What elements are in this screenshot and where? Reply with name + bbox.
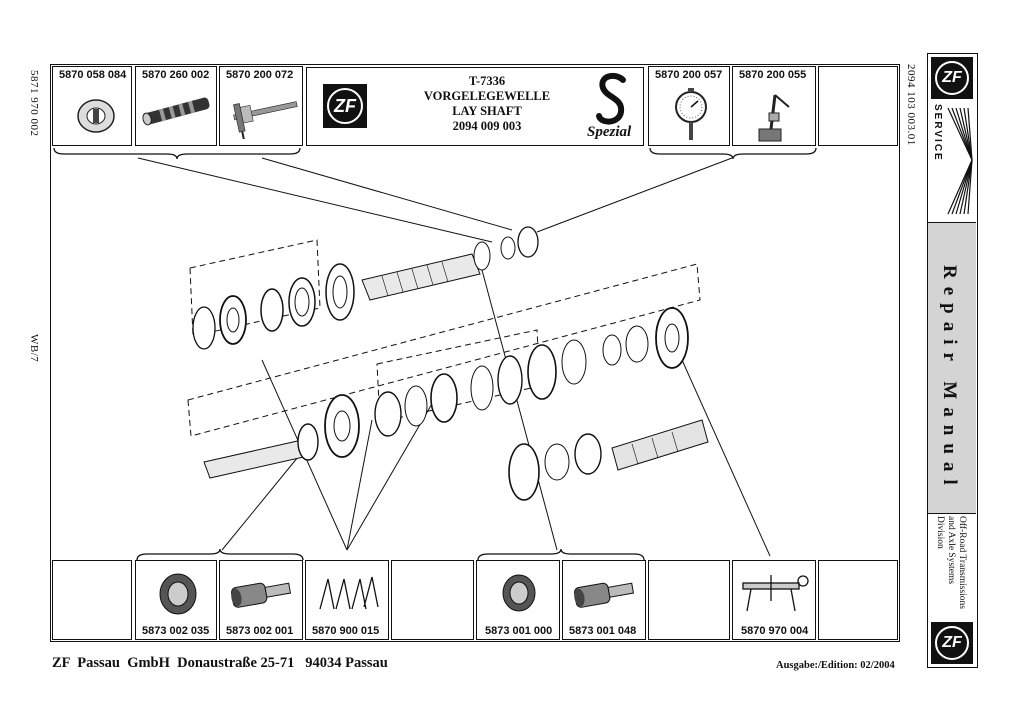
bottom-tool-cell-6: 5870 970 004 xyxy=(732,560,816,640)
tool-part-number: 5870 200 072 xyxy=(226,69,294,81)
tool-part-number: 5873 001 048 xyxy=(569,625,637,637)
right-code: 2094 103 003.01 xyxy=(905,64,917,146)
tool-part-number: 5870 200 055 xyxy=(739,69,807,81)
top-tool-cell-1: 5870 058 084 xyxy=(52,66,132,146)
zf-logo-top: ZF xyxy=(931,57,973,99)
tool-part-number: 5870 260 002 xyxy=(142,69,210,81)
magnetic-stand-icon xyxy=(758,94,790,142)
top-brace-left xyxy=(53,147,301,160)
basic-puller-icon xyxy=(574,582,635,608)
gripping-insert-icon xyxy=(502,574,536,612)
title-text: T-7336 VORGELEGEWELLE LAY SHAFT 2094 009… xyxy=(402,74,572,134)
top-tool-cell-5: 5870 200 055 xyxy=(732,66,816,146)
top-empty-cell xyxy=(818,66,898,146)
bottom-tool-cell-3: 5870 900 015 xyxy=(305,560,389,640)
tool-part-number: 5870 970 004 xyxy=(741,625,809,637)
title-number: T-7336 xyxy=(468,74,506,88)
left-code-top: 5871 970 002 xyxy=(28,70,40,137)
tool-part-number: 5873 002 035 xyxy=(142,625,210,637)
bottom-tool-cell-2: 5873 002 001 xyxy=(219,560,303,640)
bottom-empty-cell-2 xyxy=(391,560,474,640)
title-block: ZF T-7336 VORGELEGEWELLE LAY SHAFT 2094 … xyxy=(306,67,644,146)
title-german: VORGELEGEWELLE xyxy=(423,89,551,103)
bottom-brace-left xyxy=(136,548,304,561)
spezial-label: Spezial xyxy=(587,124,632,140)
gripping-insert-icon xyxy=(159,573,197,615)
circlip-pliers-icon xyxy=(319,576,379,610)
division-label: Off-Road Transmissions and Axle Systems … xyxy=(935,516,967,609)
bottom-tool-cell-5: 5873 001 048 xyxy=(562,560,646,640)
drawing-frame xyxy=(50,64,900,642)
tool-part-number: 5873 002 001 xyxy=(226,625,294,637)
basic-puller-icon xyxy=(231,582,292,608)
tool-part-number: 5870 200 057 xyxy=(655,69,723,81)
repair-manual-label: Repair Manual xyxy=(939,265,960,493)
bottom-tool-cell-4: 5873 001 000 xyxy=(476,560,560,640)
zf-logo-bottom: ZF xyxy=(931,622,973,664)
title-part-number: 2094 009 003 xyxy=(452,119,522,133)
depth-gauge-icon xyxy=(233,101,298,139)
ring-puller-icon xyxy=(77,99,115,133)
bottom-empty-cell-3 xyxy=(648,560,730,640)
top-brace-right xyxy=(649,147,817,160)
lifting-bracket-icon xyxy=(742,575,809,612)
left-code-mid: WB/7 xyxy=(28,334,40,363)
title-english: LAY SHAFT xyxy=(452,104,522,118)
dial-indicator-icon xyxy=(675,88,707,140)
bottom-empty-cell-4 xyxy=(818,560,898,640)
service-stripes xyxy=(947,107,973,215)
service-label: SERVICE xyxy=(932,104,943,162)
footer-edition: Ausgabe:/Edition: 02/2004 xyxy=(776,660,895,671)
zf-logo: ZF xyxy=(323,84,367,128)
drift-rod-icon xyxy=(142,97,210,126)
exploded-view-drawing xyxy=(137,157,771,557)
tool-part-number: 5873 001 000 xyxy=(485,625,553,637)
top-tool-cell-2: 5870 260 002 xyxy=(135,66,217,146)
top-tool-cell-3: 5870 200 072 xyxy=(219,66,303,146)
tool-part-number: 5870 900 015 xyxy=(312,625,380,637)
bottom-empty-cell-1 xyxy=(52,560,132,640)
right-panel: ZF SERVICE Repair Manual Off-Road Transm… xyxy=(927,53,978,668)
top-tool-cell-4: 5870 200 057 xyxy=(648,66,730,146)
footer-company: ZF Passau GmbH Donaustraße 25-71 94034 P… xyxy=(52,655,388,671)
tool-part-number: 5870 058 084 xyxy=(59,69,127,81)
manual-band: Repair Manual xyxy=(928,222,976,514)
bottom-tool-cell-1: 5873 002 035 xyxy=(135,560,217,640)
bottom-brace-right xyxy=(477,548,645,561)
spezial-s-icon xyxy=(596,72,626,125)
